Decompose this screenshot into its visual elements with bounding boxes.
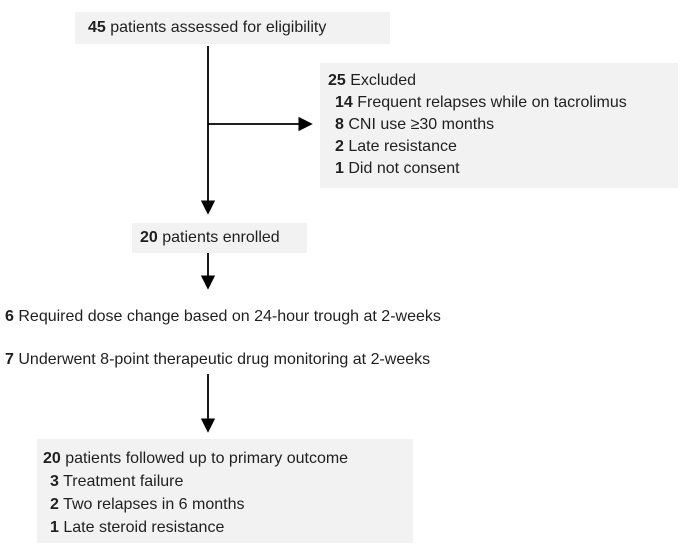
excluded-item: 14 Frequent relapses while on tacrolimus — [328, 92, 678, 114]
note-dose-change: 6 Required dose change based on 24-hour … — [5, 308, 441, 326]
excluded-count: 25 — [328, 72, 346, 89]
eligibility-label: patients assessed for eligibility — [110, 19, 327, 36]
outcome-item-label: Treatment failure — [63, 473, 184, 490]
outcome-item-count: 2 — [50, 496, 59, 513]
excluded-item: 1 Did not consent — [328, 158, 678, 180]
eligibility-count: 45 — [88, 19, 106, 36]
excluded-item-label: CNI use ≥30 months — [348, 116, 495, 133]
outcome-item-count: 1 — [50, 519, 59, 536]
outcome-box: 20 patients followed up to primary outco… — [37, 439, 413, 543]
eligibility-box: 45 patients assessed for eligibility — [75, 12, 390, 44]
outcome-item-label: Late steroid resistance — [63, 519, 225, 536]
excluded-item-count: 8 — [335, 116, 344, 133]
excluded-item: 2 Late resistance — [328, 136, 678, 158]
enrolled-line: 20 patients enrolled — [140, 227, 280, 249]
enrolled-count: 20 — [140, 229, 158, 246]
enrolled-label: patients enrolled — [162, 229, 280, 246]
excluded-header: 25 Excluded — [328, 70, 678, 92]
excluded-label: Excluded — [350, 72, 417, 89]
outcome-item-label: Two relapses in 6 months — [63, 496, 245, 513]
note-label: Required dose change based on 24-hour tr… — [18, 308, 441, 325]
note-drug-monitoring: 7 Underwent 8-point therapeutic drug mon… — [5, 351, 430, 369]
outcome-label: patients followed up to primary outcome — [65, 450, 349, 467]
outcome-item: 2 Two relapses in 6 months — [43, 493, 413, 516]
excluded-item-label: Did not consent — [348, 160, 460, 177]
note-count: 6 — [5, 308, 14, 325]
excluded-item-label: Late resistance — [348, 138, 457, 155]
enrolled-box: 20 patients enrolled — [132, 223, 307, 253]
excluded-item-count: 1 — [335, 160, 344, 177]
excluded-box: 25 Excluded 14 Frequent relapses while o… — [320, 63, 678, 188]
outcome-item-count: 3 — [50, 473, 59, 490]
note-count: 7 — [5, 351, 14, 368]
outcome-item: 1 Late steroid resistance — [43, 516, 413, 539]
excluded-item-count: 2 — [335, 138, 344, 155]
excluded-item-label: Frequent relapses while on tacrolimus — [357, 94, 627, 111]
eligibility-line: 45 patients assessed for eligibility — [88, 17, 326, 39]
excluded-item-count: 14 — [335, 94, 353, 111]
excluded-item: 8 CNI use ≥30 months — [328, 114, 678, 136]
outcome-header: 20 patients followed up to primary outco… — [43, 447, 413, 470]
outcome-item: 3 Treatment failure — [43, 470, 413, 493]
outcome-count: 20 — [43, 450, 61, 467]
note-label: Underwent 8-point therapeutic drug monit… — [18, 351, 431, 368]
